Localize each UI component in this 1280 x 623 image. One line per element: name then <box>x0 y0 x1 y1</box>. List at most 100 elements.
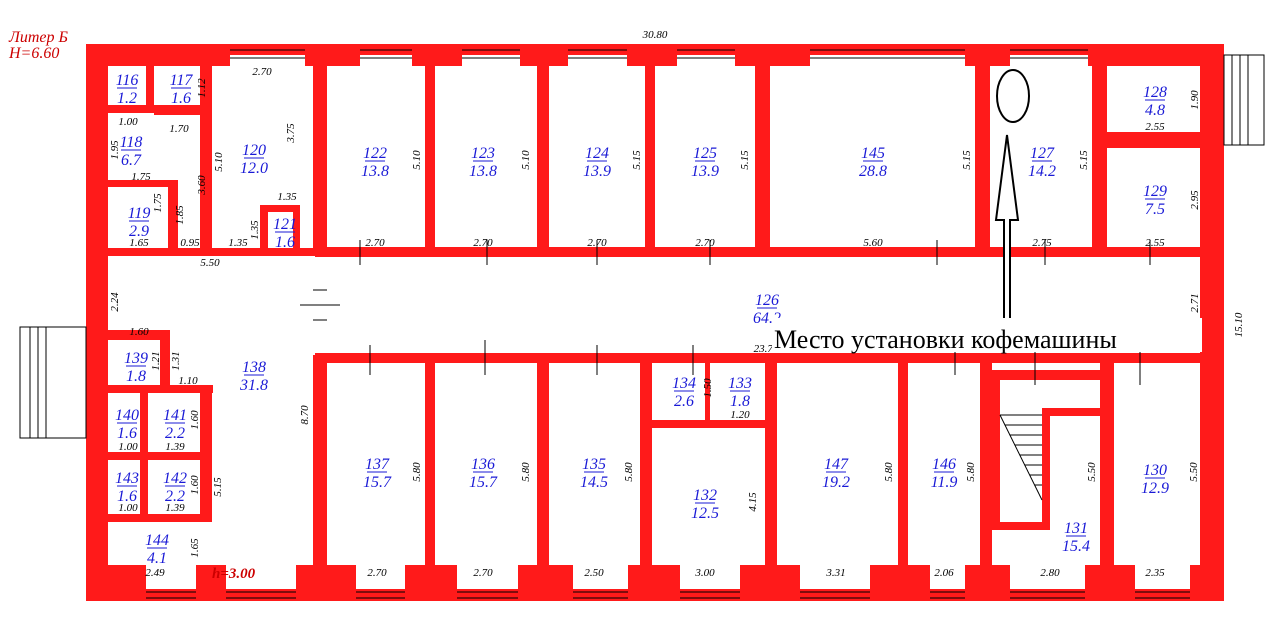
room-number: 132 <box>693 487 717 504</box>
dimension: 1.39 <box>165 441 185 453</box>
dimension: 5.15 <box>1078 150 1090 170</box>
dimension: 1.60 <box>129 326 149 338</box>
room-number: 131 <box>1064 520 1088 537</box>
room-number: 125 <box>693 145 717 162</box>
dimension: 2.70 <box>365 237 385 249</box>
room-number: 122 <box>363 145 387 162</box>
dimension: 5.15 <box>961 150 973 170</box>
dimension: 2.50 <box>584 567 604 579</box>
room-area: 12.0 <box>240 160 268 177</box>
dimension: 1.20 <box>730 409 750 421</box>
outer-walls <box>86 44 1224 601</box>
coffee-machine-location-label: Место установки кофемашины <box>774 325 1117 354</box>
room-number: 135 <box>582 456 606 473</box>
dimension: 3.60 <box>196 175 208 196</box>
room-number: 116 <box>116 72 139 89</box>
dimension: 1.21 <box>150 351 162 370</box>
room-area: 1.8 <box>126 368 146 385</box>
dimension: 8.70 <box>299 405 311 425</box>
dimension: 1.10 <box>178 375 198 387</box>
dimension: 1.95 <box>109 140 121 160</box>
room-number: 130 <box>1143 462 1167 479</box>
room-area: 2.6 <box>674 393 694 410</box>
room-area: 2.9 <box>129 223 149 240</box>
room-area: 1.6 <box>171 90 191 107</box>
room-area: 1.6 <box>117 425 137 442</box>
dimension: 1.90 <box>1189 90 1201 110</box>
room-labels: 116 1.2 117 1.6 118 6.7 119 2.9 120 12.0… <box>115 72 1169 567</box>
dimension: 1.60 <box>189 410 201 430</box>
dimension: 1.00 <box>118 502 138 514</box>
dimension: 5.80 <box>965 462 977 482</box>
dimension: 1.60 <box>189 475 201 495</box>
dimension: 1.70 <box>169 123 189 135</box>
dimension: 2.49 <box>145 567 165 579</box>
room-number: 139 <box>124 350 148 367</box>
room-area: 11.9 <box>931 474 958 491</box>
room-area: 14.5 <box>580 474 608 491</box>
dimension: 2.35 <box>1145 567 1165 579</box>
room-number: 145 <box>861 145 885 162</box>
room-area: 1.6 <box>117 488 137 505</box>
dimension: 2.70 <box>473 237 493 249</box>
dimension: 3.00 <box>694 567 715 579</box>
dimension: 1.50 <box>702 378 714 398</box>
dimensions: 30.80 2.70 1.12 1.00 1.70 1.95 5.10 3.75… <box>109 29 1245 579</box>
room-number: 136 <box>471 456 495 473</box>
dimension: 2.75 <box>1032 237 1052 249</box>
room-area: 13.8 <box>361 163 389 180</box>
room-area: 4.8 <box>1145 102 1165 119</box>
room-area: 1.8 <box>730 393 750 410</box>
room-number: 127 <box>1030 145 1055 162</box>
height-label: H=6.60 <box>8 45 59 62</box>
room-area: 12.9 <box>1141 480 1169 497</box>
inner-height-label: h=3.00 <box>212 566 256 582</box>
room-number: 126 <box>755 292 779 309</box>
dimension: 5.80 <box>623 462 635 482</box>
dimension: 3.31 <box>825 567 845 579</box>
room-area: 13.8 <box>469 163 497 180</box>
room-number: 119 <box>128 205 151 222</box>
room-number: 142 <box>163 470 187 487</box>
openings <box>19 49 1265 599</box>
dimension: 2.06 <box>934 567 954 579</box>
dimension: 1.35 <box>249 220 261 240</box>
dimension: 1.00 <box>118 441 138 453</box>
room-number: 118 <box>120 134 143 151</box>
room-area: 19.2 <box>822 474 850 491</box>
room-number: 144 <box>145 532 169 549</box>
dimension: 5.80 <box>411 462 423 482</box>
liter-label: Литер Б <box>8 29 68 46</box>
dimension: 2.70 <box>473 567 493 579</box>
dimension: 5.15 <box>212 477 224 497</box>
dimension: 5.15 <box>631 150 643 170</box>
coffee-machine-ellipse-icon <box>996 69 1030 123</box>
dimension: 1.75 <box>131 171 151 183</box>
dimension: 2.70 <box>587 237 607 249</box>
room-area: 15.7 <box>363 474 392 491</box>
dimension: 1.35 <box>228 237 248 249</box>
dimension: 5.10 <box>213 152 225 172</box>
dimension: 1.85 <box>174 205 186 225</box>
room-number: 128 <box>1143 84 1167 101</box>
dimension: 3.75 <box>285 123 297 144</box>
arrow-up-icon <box>994 134 1020 321</box>
dimension: 2.71 <box>1189 293 1201 312</box>
dimension: 1.75 <box>152 193 164 213</box>
room-area: 28.8 <box>859 163 887 180</box>
dimension: 5.50 <box>200 257 220 269</box>
dimension: 1.12 <box>196 78 208 98</box>
dimension: 1.65 <box>189 538 201 558</box>
dimension: 2.80 <box>1040 567 1060 579</box>
room-area: 14.2 <box>1028 163 1056 180</box>
dimension: 5.80 <box>883 462 895 482</box>
room-number: 134 <box>672 375 696 392</box>
dimension: 5.60 <box>863 237 883 249</box>
room-area: 1.2 <box>117 90 137 107</box>
dimension: 1.00 <box>118 116 138 128</box>
dimension: 1.31 <box>170 351 182 370</box>
dimension: 2.70 <box>252 66 272 78</box>
room-number: 124 <box>585 145 609 162</box>
room-area: 15.4 <box>1062 538 1090 555</box>
room-number: 117 <box>170 72 194 89</box>
